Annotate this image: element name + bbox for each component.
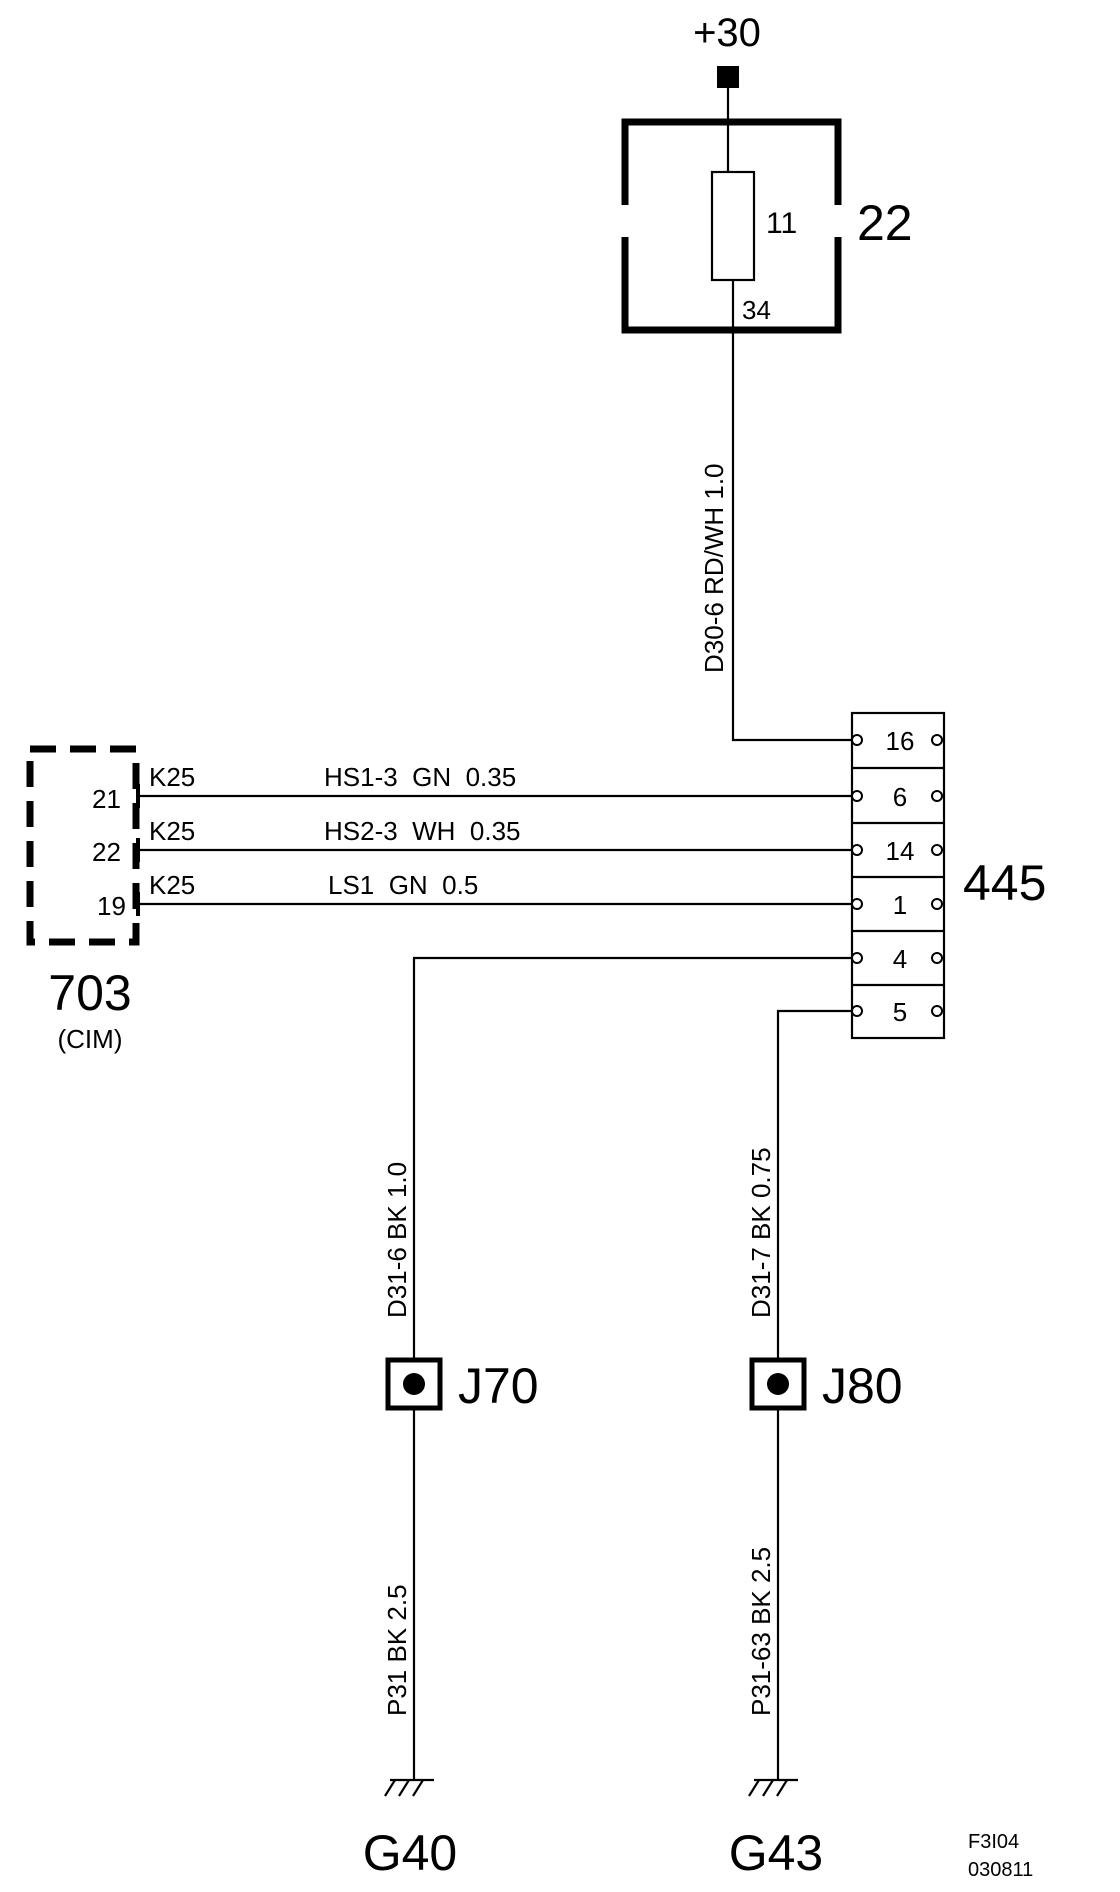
pin-socket-right <box>931 898 943 910</box>
cim-module-703: 21 22 19 703 (CIM) <box>26 745 140 1054</box>
splice-j80-dot <box>767 1373 789 1395</box>
pin-socket-left <box>851 952 863 964</box>
pin-socket-left <box>851 898 863 910</box>
cim-module-sublabel: (CIM) <box>58 1024 123 1054</box>
cim-pin-19: 19 <box>97 891 126 921</box>
ground-hatch <box>398 1779 410 1797</box>
connector-445-pin-1: 1 <box>893 890 907 920</box>
fuse-label: 11 <box>766 207 797 240</box>
supply-label: +30 <box>693 11 761 55</box>
ground-hatch <box>748 1779 760 1797</box>
ground-hatch <box>776 1779 788 1797</box>
pin-socket-right <box>931 952 943 964</box>
connector-445-outline <box>850 711 946 1040</box>
doc-code: F3I04 <box>968 1831 1019 1853</box>
cim-pin-21: 21 <box>92 784 121 814</box>
wire-d31-7 <box>776 1009 852 1360</box>
pin-socket-right <box>931 734 943 746</box>
wire-ls1-label: LS1 GN 0.5 <box>328 870 478 900</box>
pin-socket-left <box>851 790 863 802</box>
connector-445-pin-14: 14 <box>886 836 915 866</box>
splice-j80: J80 <box>749 1357 903 1414</box>
ground-g40-symbol <box>384 1778 434 1797</box>
fuse-pin-label: 34 <box>742 295 771 325</box>
wire-hs2-3-label: HS2-3 WH 0.35 <box>324 816 521 846</box>
supply-terminal <box>717 66 739 88</box>
pin-socket-right <box>931 844 943 856</box>
connector-445-pin-4: 4 <box>893 944 907 974</box>
ground-hatch <box>412 1779 424 1797</box>
ground-g43-label: G43 <box>729 1825 824 1881</box>
doc-date: 030811 <box>968 1859 1033 1881</box>
ground-g43-symbol <box>748 1778 798 1797</box>
wire-d30-6 <box>731 280 852 742</box>
splice-j70-label: J70 <box>458 1358 539 1414</box>
fuse-11 <box>710 170 756 282</box>
connector-445-pin-16: 16 <box>886 726 915 756</box>
cim-module-label: 703 <box>48 965 131 1021</box>
pin-socket-right <box>931 790 943 802</box>
wire-d31-7-label: D31-7 BK 0.75 <box>746 1147 776 1318</box>
connector-k25-label-1: K25 <box>149 762 195 792</box>
ground-hatch <box>384 1779 396 1797</box>
fuse-box-label: 22 <box>857 195 913 251</box>
splice-j70: J70 <box>385 1357 539 1414</box>
wire-hs1-3-label: HS1-3 GN 0.35 <box>324 762 516 792</box>
pin-socket-right <box>931 1005 943 1017</box>
wire-d30-6-label: D30-6 RD/WH 1.0 <box>699 464 729 674</box>
wire-p31-63-label: P31-63 BK 2.5 <box>746 1547 776 1716</box>
pin-socket-left <box>851 1005 863 1017</box>
connector-445-label: 445 <box>963 855 1046 911</box>
wire-p31-label: P31 BK 2.5 <box>382 1584 412 1716</box>
cim-pin-22: 22 <box>92 837 121 867</box>
wire-d31-6-label: D31-6 BK 1.0 <box>382 1162 412 1318</box>
ground-hatch <box>762 1779 774 1797</box>
wire-d31-6 <box>412 956 852 1360</box>
ground-g40-label: G40 <box>363 1825 458 1881</box>
connector-445: 16 6 14 1 4 5 <box>850 711 946 1040</box>
connector-445-pin-6: 6 <box>893 782 907 812</box>
splice-j80-label: J80 <box>822 1358 903 1414</box>
fuse-box-22: 11 22 34 <box>621 118 913 334</box>
fuse-box-outline <box>621 118 842 334</box>
splice-j70-dot <box>403 1373 425 1395</box>
pin-socket-left <box>851 734 863 746</box>
connector-k25-label-2: K25 <box>149 816 195 846</box>
connector-k25-label-3: K25 <box>149 870 195 900</box>
connector-445-pin-5: 5 <box>893 997 907 1027</box>
pin-socket-left <box>851 844 863 856</box>
